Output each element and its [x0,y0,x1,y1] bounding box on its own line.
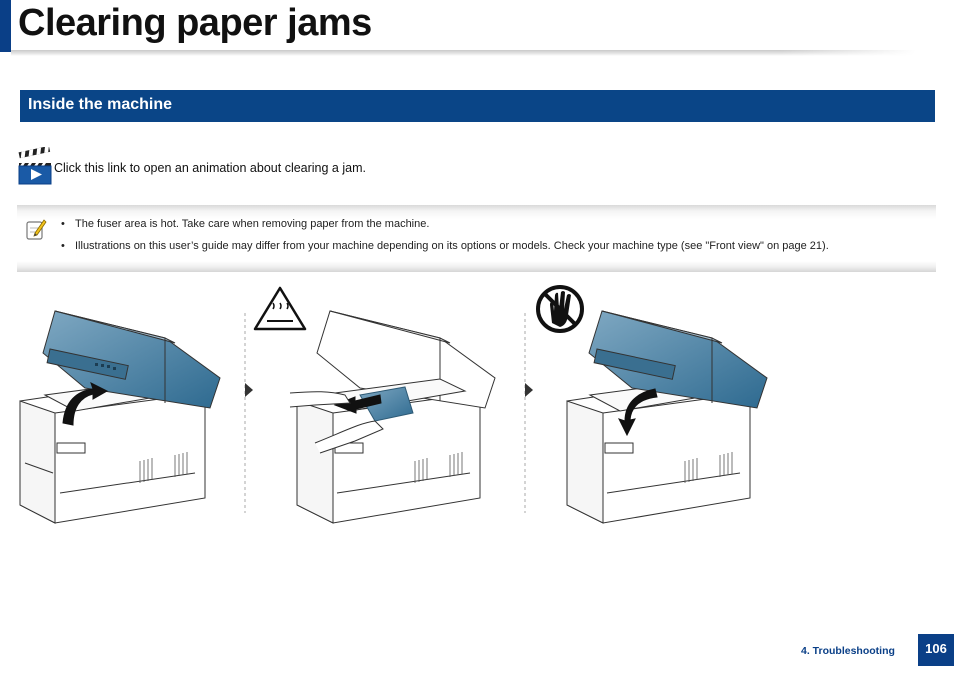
do-not-touch-icon [536,285,584,333]
step-arrow-icon [245,383,253,397]
note-list: The fuser area is hot. Take care when re… [61,217,921,261]
section-title: Inside the machine [28,96,173,113]
animation-link[interactable]: Click this link to open an animation abo… [54,161,366,175]
page-number: 106 [918,634,954,666]
note-item: The fuser area is hot. Take care when re… [61,217,921,231]
note-pencil-icon [26,219,47,240]
step-2-remove-paper [289,310,496,524]
footer-chapter: 4. Troubleshooting [801,645,895,657]
curved-arrow-down-icon [618,388,658,437]
title-underline [11,50,916,56]
step-1-open-scanner [19,310,221,524]
section-header: Inside the machine [20,90,935,122]
curved-arrow-up-icon [62,382,109,426]
clapperboard-play-icon[interactable] [17,147,52,185]
note-item: Illustrations on this user’s guide may d… [61,239,921,253]
page-title: Clearing paper jams [18,2,372,44]
hot-surface-warning-icon [253,286,307,331]
title-accent-bar [0,0,11,52]
step-arrow-icon [525,383,533,397]
step-3-close-scanner [566,310,768,524]
jam-removal-illustration [19,285,768,524]
note-box: The fuser area is hot. Take care when re… [17,205,936,272]
